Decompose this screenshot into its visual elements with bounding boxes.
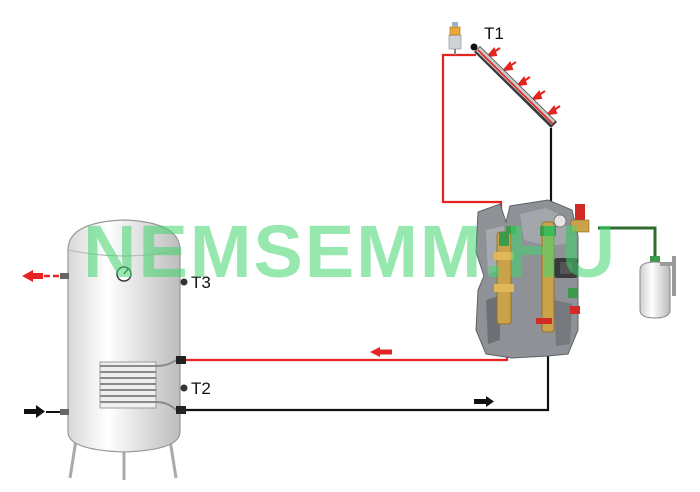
hot-outlet-arrow bbox=[22, 270, 43, 282]
t1-label: T1 bbox=[484, 24, 504, 43]
cold-pipe-arrow bbox=[474, 396, 494, 407]
flow-arrows bbox=[22, 47, 561, 418]
sun-ray-arrow bbox=[545, 105, 561, 116]
sun-ray-arrow bbox=[501, 61, 517, 72]
solar-collector-icon bbox=[470, 43, 557, 128]
watermark-text: NEMSEMM.HU bbox=[83, 210, 617, 293]
solar-radiation-arrows bbox=[485, 47, 561, 116]
sun-ray-arrow bbox=[515, 76, 531, 87]
t2-label: T2 bbox=[191, 379, 211, 398]
t3-sensor-dot bbox=[180, 278, 188, 286]
t2-sensor-dot bbox=[180, 384, 188, 392]
thermometer-gauge-icon bbox=[116, 266, 132, 282]
t1-sensor-dot bbox=[470, 43, 478, 51]
sun-ray-arrow bbox=[485, 47, 501, 58]
expansion-hose bbox=[598, 226, 657, 258]
expansion-vessel-icon bbox=[639, 256, 676, 319]
air-vent-icon bbox=[448, 22, 462, 55]
heat-exchanger-coil-icon bbox=[99, 359, 177, 411]
sun-ray-arrow bbox=[530, 90, 546, 101]
hot-flow-pipe-collector bbox=[441, 53, 503, 215]
t3-label: T3 bbox=[191, 273, 211, 292]
hot-pipe-to-coil bbox=[186, 330, 509, 362]
storage-tank-icon bbox=[60, 219, 188, 480]
hot-pipe-arrow bbox=[370, 347, 392, 357]
cold-inlet-arrow bbox=[24, 405, 45, 418]
pump-station-icon bbox=[475, 199, 590, 359]
cold-pipe-from-coil bbox=[186, 348, 550, 412]
